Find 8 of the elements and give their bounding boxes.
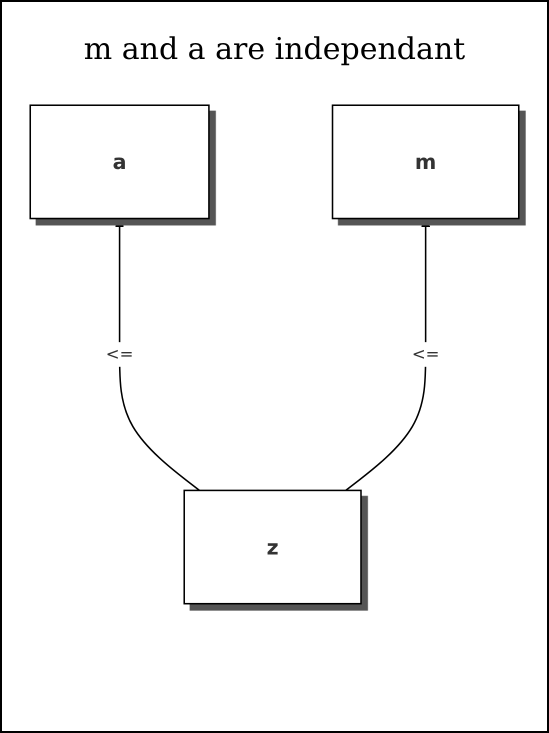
node-box: z [183, 490, 362, 604]
edge-label: <= [412, 344, 440, 364]
arrow [345, 218, 430, 492]
edge-label: <= [106, 344, 134, 364]
arrow [115, 218, 200, 492]
node-box: m [332, 104, 520, 220]
node-box: a [29, 104, 210, 220]
diagram-title: m and a are independant [84, 32, 466, 67]
